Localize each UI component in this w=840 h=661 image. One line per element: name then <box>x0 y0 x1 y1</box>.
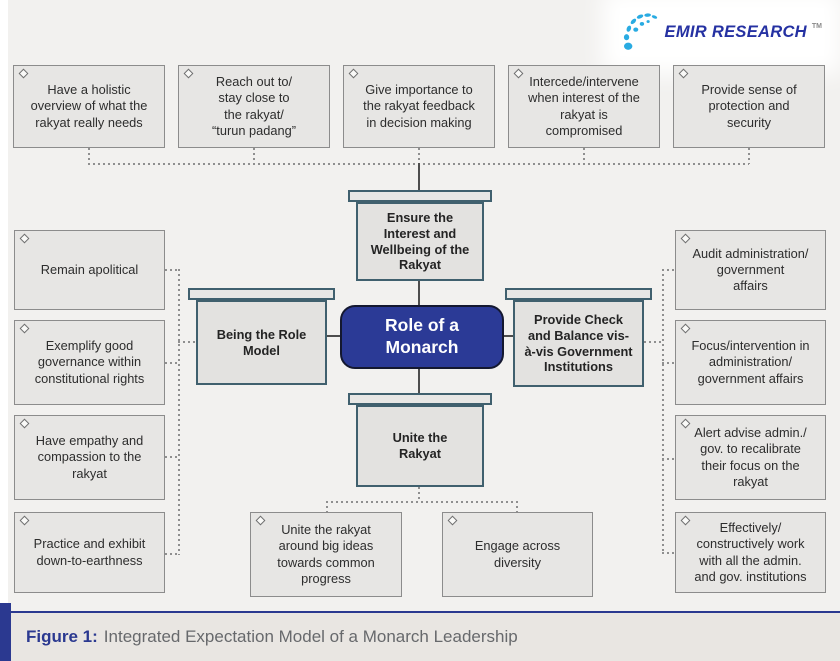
diamond-icon <box>678 68 689 79</box>
caption-text: Integrated Expectation Model of a Monarc… <box>103 627 518 646</box>
connector <box>165 362 178 364</box>
caption-label: Figure 1: <box>26 627 98 646</box>
bottom-row-box-2-label: Engage across diversity <box>474 538 561 570</box>
connector <box>326 501 517 503</box>
branch-top: Ensure the Interest and Wellbeing of the… <box>356 202 484 281</box>
top-row-box-2-label: Reach out to/ stay close to the rakyat/ … <box>212 74 296 138</box>
right-column-box-2-label: Focus/intervention in administration/ go… <box>691 338 810 386</box>
branch-right-label: Provide Check and Balance vis- à-vis Gov… <box>524 312 633 375</box>
left-column-box-1: Remain apolitical <box>14 230 165 310</box>
branch-right: Provide Check and Balance vis- à-vis Gov… <box>513 300 644 387</box>
diamond-icon <box>255 515 266 526</box>
branch-top-cap <box>348 190 492 202</box>
bottom-row-box-1-label: Unite the rakyat around big ideas toward… <box>277 522 375 586</box>
center-node: Role of a Monarch <box>340 305 504 369</box>
connector <box>326 501 328 512</box>
top-row-box-1-label: Have a holistic overview of what the rak… <box>30 82 148 130</box>
diamond-icon <box>19 323 30 334</box>
top-row-box-5-label: Provide sense of protection and security <box>701 82 797 130</box>
diamond-icon <box>348 68 359 79</box>
globe-dots-icon <box>623 13 657 50</box>
right-column-box-3: Alert advise admin./ gov. to recalibrate… <box>675 415 826 500</box>
connector <box>418 163 420 192</box>
connector <box>165 553 178 555</box>
connector <box>418 487 420 502</box>
connector <box>165 269 178 271</box>
connector <box>662 269 675 271</box>
top-row-box-1: Have a holistic overview of what the rak… <box>13 65 165 148</box>
bottom-row-box-1: Unite the rakyat around big ideas toward… <box>250 512 402 597</box>
emir-research-logo: EMIR RESEARCH TM <box>619 8 824 56</box>
diamond-icon <box>680 233 691 244</box>
left-column-box-4: Practice and exhibit down-to-earthness <box>14 512 165 593</box>
trademark-symbol: TM <box>811 22 822 30</box>
connector <box>418 281 420 307</box>
connector <box>178 269 180 555</box>
branch-top-label: Ensure the Interest and Wellbeing of the… <box>370 210 470 273</box>
branch-bottom-cap <box>348 393 492 405</box>
caption: Figure 1: Integrated Expectation Model o… <box>11 613 840 661</box>
caption-accent-bar <box>0 603 11 661</box>
left-column-box-4-label: Practice and exhibit down-to-earthness <box>33 536 146 568</box>
right-column-box-4: Effectively/ constructively work with al… <box>675 512 826 593</box>
diamond-icon <box>18 68 29 79</box>
connector <box>88 148 90 164</box>
connector <box>165 456 178 458</box>
top-row-box-4: Intercede/intervene when interest of the… <box>508 65 660 148</box>
connector <box>748 148 750 164</box>
branch-bottom: Unite the Rakyat <box>356 405 484 487</box>
connector <box>662 552 675 554</box>
connector <box>662 458 675 460</box>
connector <box>178 341 196 343</box>
connector <box>662 362 675 364</box>
left-column-box-2: Exemplify good governance within constit… <box>14 320 165 405</box>
left-column-box-1-label: Remain apolitical <box>40 261 139 277</box>
diamond-icon <box>680 418 691 429</box>
left-margin <box>0 0 8 603</box>
connector <box>418 148 420 164</box>
right-column-box-1: Audit administration/ government affairs <box>675 230 826 310</box>
branch-right-cap <box>505 288 652 300</box>
top-row-box-3-label: Give importance to the rakyat feedback i… <box>363 82 475 130</box>
connector <box>418 368 420 395</box>
right-column-box-4-label: Effectively/ constructively work with al… <box>694 520 807 584</box>
diamond-icon <box>19 418 30 429</box>
diamond-icon <box>680 323 691 334</box>
top-row-box-5: Provide sense of protection and security <box>673 65 825 148</box>
right-column-box-1-label: Audit administration/ government affairs <box>692 245 809 294</box>
connector <box>644 341 662 343</box>
diamond-icon <box>513 68 524 79</box>
right-column-box-3-label: Alert advise admin./ gov. to recalibrate… <box>694 425 807 489</box>
left-column-box-3: Have empathy and compassion to the rakya… <box>14 415 165 500</box>
brand-name: EMIR RESEARCH <box>664 22 807 41</box>
connector <box>662 269 664 554</box>
top-row-box-4-label: Intercede/intervene when interest of the… <box>528 74 640 138</box>
bottom-row-box-2: Engage across diversity <box>442 512 593 597</box>
right-column-box-2: Focus/intervention in administration/ go… <box>675 320 826 405</box>
center-node-label: Role of a Monarch <box>385 315 459 357</box>
connector <box>326 335 342 337</box>
connector <box>253 148 255 164</box>
left-column-box-2-label: Exemplify good governance within constit… <box>34 338 145 386</box>
branch-left-cap <box>188 288 335 300</box>
diamond-icon <box>183 68 194 79</box>
top-row-box-3: Give importance to the rakyat feedback i… <box>343 65 495 148</box>
caption-divider-line <box>11 611 840 614</box>
diamond-icon <box>680 515 691 526</box>
branch-left: Being the Role Model <box>196 300 327 385</box>
top-row-box-2: Reach out to/ stay close to the rakyat/ … <box>178 65 330 148</box>
diamond-icon <box>19 515 30 526</box>
left-column-box-3-label: Have empathy and compassion to the rakya… <box>35 433 144 481</box>
branch-bottom-label: Unite the Rakyat <box>392 430 448 461</box>
connector <box>583 148 585 164</box>
diamond-icon <box>447 515 458 526</box>
connector <box>516 501 518 512</box>
diamond-icon <box>19 233 30 244</box>
branch-left-label: Being the Role Model <box>216 326 307 358</box>
connector <box>502 335 515 337</box>
